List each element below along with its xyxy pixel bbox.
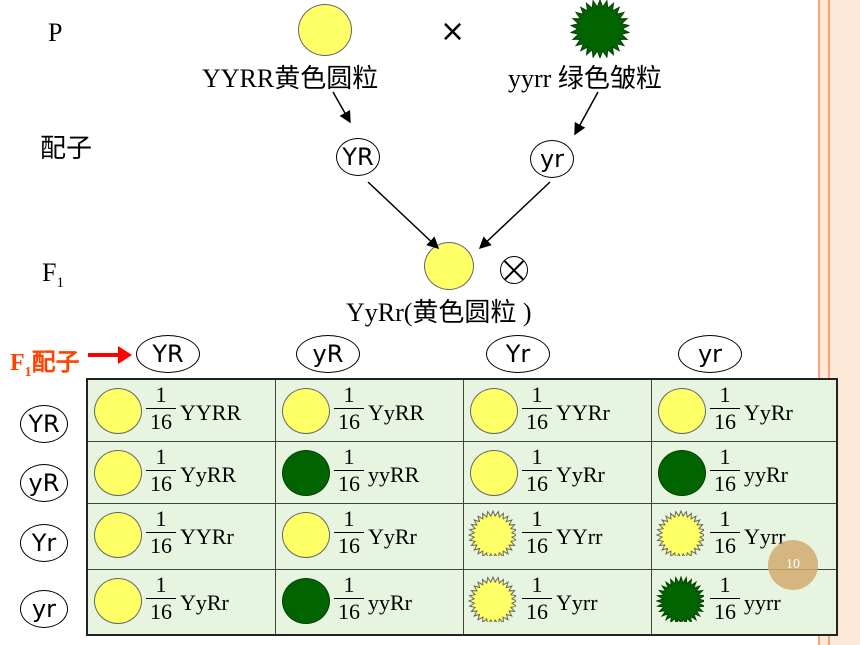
row-gamete-YR: YR [20, 405, 68, 443]
offspring-genotype: YyRr [180, 590, 229, 615]
offspring-genotype: YyRr [744, 400, 793, 425]
f1-genotype: YyRr(黄色圆粒 ) [346, 298, 532, 327]
yellow-round-pea-icon [470, 388, 518, 434]
page-number-badge: 10 [768, 540, 818, 590]
offspring-genotype: YYrr [556, 524, 603, 549]
yellow-wrinkled-pea-icon [656, 510, 704, 556]
column-gamete-YR: YR [136, 335, 200, 373]
cross-symbol: × [440, 14, 466, 49]
yellow-round-pea-icon [94, 512, 142, 558]
yellow-round-pea-icon [470, 450, 518, 496]
green-round-pea-icon [658, 450, 706, 496]
yellow-round-pea-icon [94, 450, 142, 496]
column-gamete-Yr: Yr [486, 335, 550, 373]
yellow-round-pea-icon [282, 512, 330, 558]
offspring-genotype: YyRR [368, 400, 425, 425]
green-wrinkled-pea-icon [570, 0, 630, 58]
green-round-pea-icon [282, 578, 330, 624]
offspring-genotype: yyRR [368, 462, 420, 487]
arrow-left-parent-to-gamete [332, 91, 351, 124]
yellow-round-pea-icon [282, 388, 330, 434]
offspring-genotype: YYRR [180, 400, 242, 425]
yellow-round-pea-icon [298, 4, 352, 56]
yellow-round-pea-icon [94, 388, 142, 434]
yellow-round-pea-icon [94, 578, 142, 624]
parent-right-genotype: yyrr 绿色皱粒 [508, 64, 662, 93]
red-arrow-icon [88, 346, 132, 364]
green-round-pea-icon [282, 450, 330, 496]
column-gamete-yR: yR [296, 335, 360, 373]
green-wrinkled-pea-icon [656, 576, 704, 622]
offspring-genotype: yyRr [744, 462, 788, 487]
yellow-wrinkled-pea-icon [468, 576, 516, 622]
offspring-genotype: yyrr [744, 590, 781, 615]
offspring-genotype: YyRr [368, 524, 417, 549]
arrow-YR-to-f1 [367, 181, 440, 250]
arrow-right-parent-to-gamete [574, 91, 599, 136]
gametes-label: 配子 [40, 134, 93, 163]
parent-gamete-YR: YR [336, 138, 380, 176]
parent-left-genotype: YYRR黄色圆粒 [202, 64, 379, 93]
yellow-wrinkled-pea-icon [468, 510, 516, 556]
offspring-genotype: YyRR [180, 462, 237, 487]
yellow-round-pea-icon [658, 388, 706, 434]
f1-yellow-round-pea-icon [424, 242, 474, 290]
offspring-genotype: yyRr [368, 590, 412, 615]
arrow-yr-to-f1 [478, 181, 551, 250]
row-gamete-yr: yr [20, 590, 68, 628]
offspring-genotype: YYRr [556, 400, 610, 425]
row-gamete-yR: yR [20, 464, 68, 502]
p-label: P [48, 18, 63, 47]
offspring-genotype: YYRr [180, 524, 234, 549]
parent-gamete-yr: yr [530, 140, 574, 178]
row-gamete-Yr: Yr [20, 524, 68, 562]
f1-gametes-label: F1配子 [10, 350, 80, 380]
offspring-genotype: YyRr [556, 462, 605, 487]
f1-label: F1 [42, 258, 64, 292]
offspring-genotype: Yyrr [556, 590, 598, 615]
self-cross-icon [500, 256, 528, 284]
column-gamete-yr: yr [678, 335, 742, 373]
